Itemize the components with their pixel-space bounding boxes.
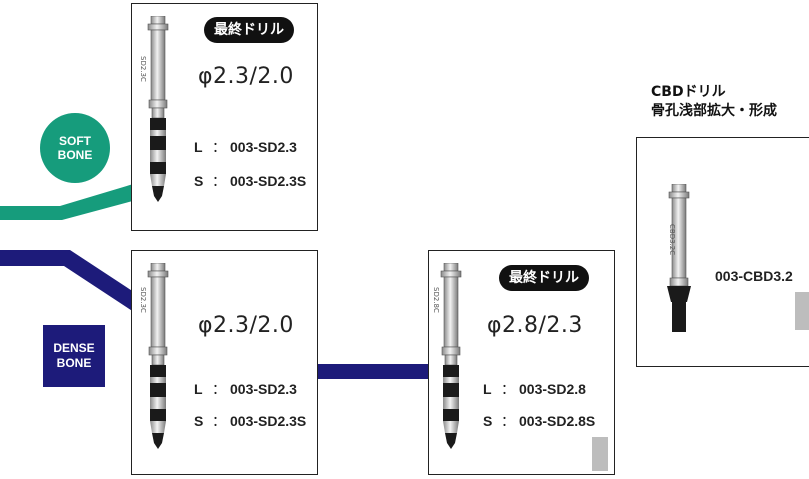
diameter-label: φ2.3/2.0 [198,313,294,338]
diameter-label: φ2.3/2.0 [198,64,294,89]
l-sep: ： [212,381,226,397]
diameter-label: φ2.8/2.3 [487,313,583,338]
s-label: S [194,413,204,429]
s-code-row: S ：003-SD2.3S [194,411,306,431]
dense-bone-badge: DENSE BONE [43,325,105,387]
s-code: 003-SD2.8S [519,413,596,429]
drill-sd23-icon [147,16,169,203]
s-sep: ： [501,413,515,429]
cbd-drill-icon [667,184,691,332]
l-label: L [194,381,203,397]
l-code-row: L ：003-SD2.3 [194,137,297,157]
cbd-title: CBDドリル 骨孔浅部拡大・形成 [651,83,777,121]
s-sep: ： [212,413,226,429]
dense-to-final-connector [318,364,430,379]
s-code-row: S ：003-SD2.3S [194,171,306,191]
soft-bone-badge: SOFT BONE [40,113,110,183]
l-sep: ： [501,381,515,397]
l-code: 003-SD2.3 [230,381,297,397]
l-sep: ： [212,139,226,155]
final-drill-badge: 最終ドリル [499,265,589,291]
cbd-title-line2: 骨孔浅部拡大・形成 [651,103,777,119]
s-code-row: S ：003-SD2.8S [483,411,595,431]
drill-sd28-icon [440,263,462,450]
cbd-title-line1: CBDドリル [651,84,726,100]
final-drill-badge: 最終ドリル [204,17,294,43]
cbd-code: 003-CBD3.2 [715,268,793,284]
soft-bone-line2: BONE [57,148,93,162]
drill-mark: SD2.3C [139,56,147,82]
drill-card-dense-2: SD2.8C 最終ドリル φ2.8/2.3 L ：003-SD2.8 S ：003-… [428,250,615,475]
dense-bone-line2: BONE [56,356,92,370]
l-label: L [483,381,492,397]
s-code: 003-SD2.3S [230,413,307,429]
drill-card-dense-1: SD2.3C φ2.3/2.0 L ：003-SD2.3 S ：003-SD2.3S [131,250,318,475]
drill-card-cbd: CBD3.2C 003-CBD3.2 [636,137,809,367]
dense-bone-line1: DENSE [53,341,95,355]
drill-card-soft: SD2.3C 最終ドリル φ2.3/2.0 L：003-SD2.3 S：003-… [131,3,318,231]
grey-marker [795,292,809,330]
drill-mark: SD2.8C [432,287,440,313]
s-code: 003-SD2.3S [230,173,307,189]
drill-sd23-icon [147,263,169,450]
soft-bone-line1: SOFT [59,134,91,148]
l-code-row: L ：003-SD2.8 [483,379,586,399]
soft-connector [0,182,140,220]
l-code: 003-SD2.3 [230,139,297,155]
drill-mark: SD2.3C [139,287,147,313]
l-code-row: L ：003-SD2.3 [194,379,297,399]
s-label: S [483,413,493,429]
grey-marker [592,437,608,471]
s-label: S [194,173,204,189]
drill-mark: CBD3.2C [668,224,676,256]
l-code: 003-SD2.8 [519,381,586,397]
l-label: L [194,139,203,155]
s-sep: ： [212,173,226,189]
dense-connector [0,250,140,316]
